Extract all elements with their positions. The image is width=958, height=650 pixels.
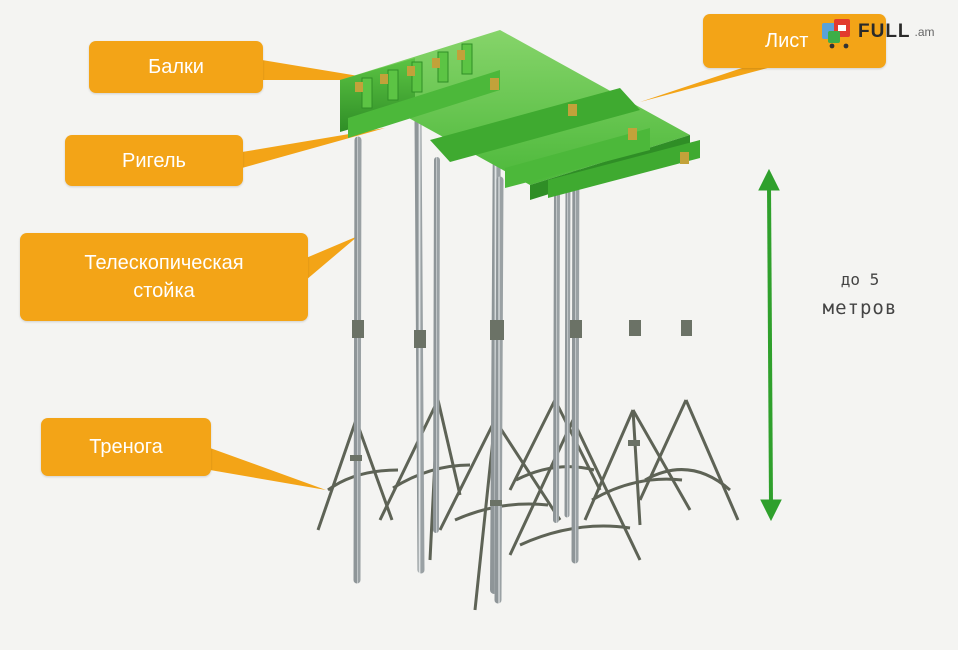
joint-caps [355,50,689,164]
height-arrow [758,168,782,522]
label-tripod-text: Тренога [89,436,163,458]
logo-suffix: .am [914,25,935,39]
site-logo: FULL .am [820,14,955,50]
tripods [316,399,740,611]
label-sheet-text: Лист [765,30,809,52]
label-telescopic-prop-line2: стойка [133,280,195,302]
shopping-cart-icon [822,19,850,49]
label-crossbar: Ригель [65,135,243,186]
height-note: до 5 метров [790,266,930,322]
height-note-line2: метров [822,297,898,319]
prop-collars [350,320,692,506]
label-telescopic-prop-line1: Телескопическая [84,252,244,274]
height-note-line1: до 5 [840,270,880,289]
telescopic-props [353,106,689,604]
label-sheet: Лист [703,14,886,68]
label-tripod: Тренога [41,418,211,476]
label-crossbar-text: Ригель [122,149,186,172]
label-pointers [210,60,790,490]
label-telescopic-prop: Телескопическая стойка [20,233,308,321]
logo-text: FULL [858,21,911,42]
label-beams-text: Балки [148,56,204,78]
label-beams: Балки [89,41,263,93]
